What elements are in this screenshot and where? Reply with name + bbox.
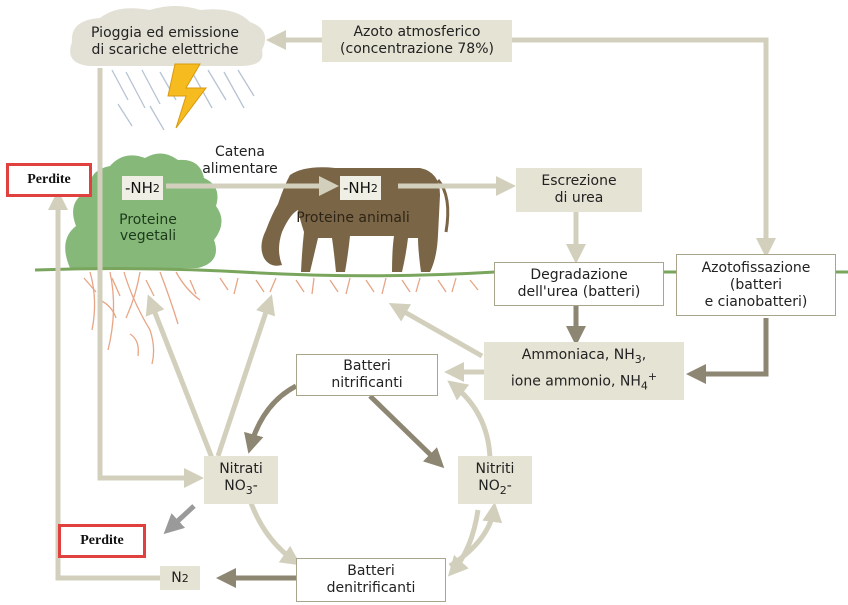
- light-arrows: [48, 30, 776, 581]
- n2-text: N: [171, 569, 182, 586]
- losses-top-box: Perdite: [6, 163, 92, 197]
- nitrates-title: Nitrati: [219, 461, 263, 478]
- plant-nh2-text: -NH: [125, 179, 153, 197]
- ground-line: [34, 267, 848, 278]
- ammonia-subscript: 3: [634, 353, 642, 367]
- nitrogen-fixation-box: Azotofissazione (batteri e cianobatteri): [676, 254, 836, 316]
- cloud-shape: [70, 6, 266, 66]
- ammonium-superscript: +: [647, 370, 658, 384]
- arrow-ammonia-to-roots: [388, 303, 484, 359]
- nitrates-formula-line: NO3-: [224, 478, 258, 499]
- losses-bottom-box: Perdite: [58, 524, 146, 558]
- ammonia-box: Ammoniaca, NH3, ione ammonio, NH4+: [484, 342, 684, 400]
- arrow-nitrites-to-denitrifying: [447, 509, 481, 577]
- cow-tail: [436, 179, 450, 233]
- plant-bush: [65, 153, 222, 268]
- n2-subscript: 2: [181, 571, 189, 585]
- cow-shape: [261, 167, 440, 272]
- nitrites-charge: -: [506, 478, 512, 495]
- nitrates-charge: -: [252, 478, 258, 495]
- nitrites-title: Nitriti: [475, 461, 515, 478]
- arrow-nitrates-to-roots-mid: [215, 294, 276, 457]
- ammonium-subscript: 4: [640, 379, 648, 393]
- food-chain-label: Catena alimentare: [202, 144, 278, 177]
- denitrifying-bacteria-box: Batteri denitrificanti: [296, 558, 446, 602]
- ammonium-text: ione ammonio, NH: [510, 373, 641, 390]
- ammonia-comma: ,: [641, 347, 647, 364]
- nitrites-subscript: 2: [499, 483, 507, 497]
- plant-nh2-subscript: 2: [152, 181, 160, 195]
- nitrites-box: Nitriti NO2-: [458, 456, 532, 504]
- lightning-bolt: [167, 63, 207, 129]
- dark-arrows: [216, 306, 769, 588]
- ammonium-line-2: ione ammonio, NH4+: [511, 368, 657, 394]
- rain-emission-label: Pioggia ed emissione di scariche elettri…: [91, 25, 239, 58]
- arrow-fixation-to-ammonia: [686, 318, 769, 384]
- arrow-n2-to-losses-top: [48, 190, 162, 581]
- animal-proteins-label: Proteine animali: [296, 210, 410, 226]
- arrow-nitrifying-to-nitrates: [244, 383, 298, 454]
- arrow-nitrates-to-denitrifying: [247, 499, 301, 566]
- arrow-cloud-to-nitrates: [97, 68, 204, 488]
- nitrates-subscript: 3: [245, 483, 253, 497]
- arrow-atm-to-fixation: [512, 37, 776, 258]
- nitrates-formula: NO: [224, 478, 246, 495]
- nitrifying-bacteria-box: Batteri nitrificanti: [296, 354, 438, 396]
- arrow-nitrates-to-roots-left: [145, 294, 215, 459]
- ammonia-line-1: Ammoniaca, NH3,: [522, 347, 646, 368]
- nitrites-formula: NO: [478, 478, 500, 495]
- urea-degradation-box: Degradazione dell'urea (batteri): [494, 262, 664, 306]
- nitrates-box: Nitrati NO3-: [204, 456, 278, 504]
- plant-proteins-label: Proteine vegetali: [119, 212, 177, 244]
- urea-excretion-box: Escrezione di urea: [516, 168, 642, 212]
- atmospheric-nitrogen-box: Azoto atmosferico (concentrazione 78%): [322, 20, 512, 62]
- arrow-nitrates-to-losses: [163, 504, 196, 535]
- arrow-nitrifying-to-nitrites: [368, 394, 445, 469]
- animal-nh2-subscript: 2: [370, 181, 378, 195]
- ammonia-text: Ammoniaca, NH: [521, 347, 635, 364]
- animal-nh2-text: -NH: [343, 179, 371, 197]
- nitrites-formula-line: NO2-: [478, 478, 512, 499]
- roots: [83, 271, 479, 365]
- arrow-nitrites-to-nitrifying: [447, 380, 493, 459]
